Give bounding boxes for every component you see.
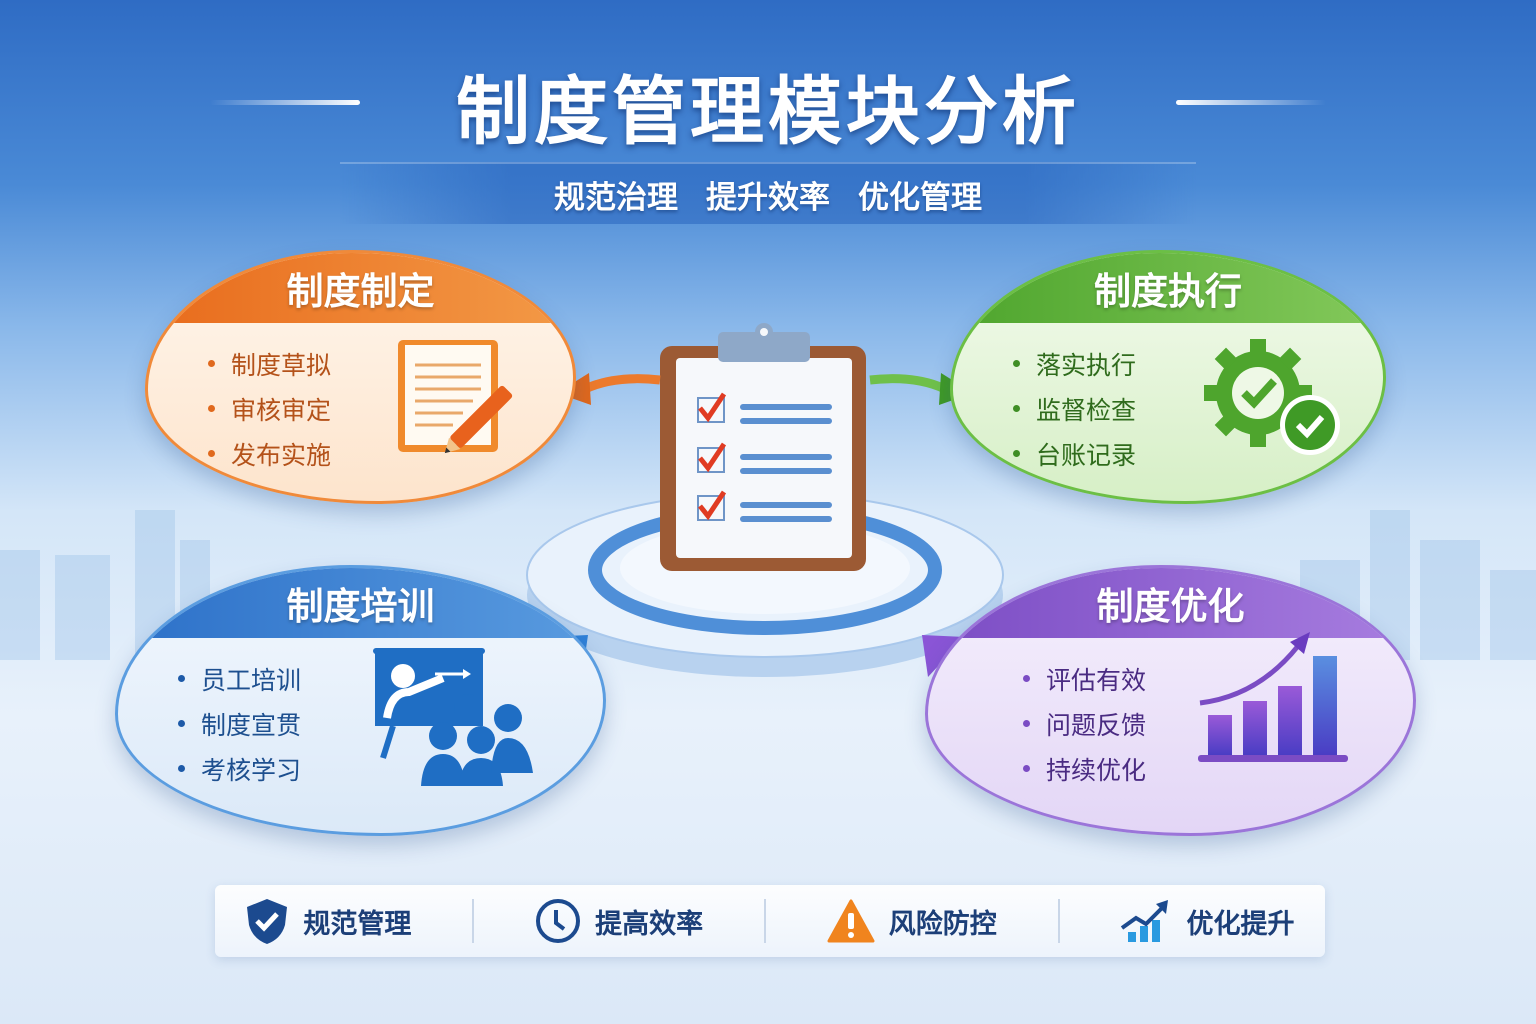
list-item: 持续优化 <box>1023 746 1413 791</box>
benefit-item: 规范管理 <box>245 897 411 945</box>
list-item: 考核学习 <box>178 746 603 791</box>
document-pencil-icon <box>398 340 513 454</box>
list-item: 落实执行 <box>1013 341 1383 386</box>
warning-icon <box>827 899 875 943</box>
growth-bar-chart-icon <box>1198 632 1348 762</box>
list-item: 台账记录 <box>1013 431 1383 476</box>
clipboard-checklist-icon <box>660 323 866 571</box>
module-title: 制度执行 <box>953 253 1383 323</box>
subtitle-item: 优化管理 <box>858 179 982 216</box>
benefit-item: 优化提升 <box>1120 898 1294 944</box>
clock-icon <box>536 899 581 943</box>
page-title: 制度管理模块分析 <box>456 69 1080 155</box>
module-card-training: 制度培训 员工培训 制度宣贯 考核学习 <box>115 565 606 836</box>
divider <box>1057 899 1060 943</box>
divider <box>763 899 766 943</box>
list-item: 审核审定 <box>208 386 573 431</box>
module-title: 制度制定 <box>148 253 573 323</box>
list-item: 员工培训 <box>178 656 603 701</box>
gear-check-icon <box>1204 339 1340 455</box>
title-decor-line-right <box>1176 100 1326 105</box>
module-card-formulation: 制度制定 制度草拟 审核审定 发布实施 <box>145 250 576 504</box>
shield-check-icon <box>247 899 288 944</box>
subtitle-band: 规范治理 提升效率 优化管理 <box>340 162 1196 224</box>
benefit-item: 提高效率 <box>535 898 703 944</box>
subtitle-item: 规范治理 <box>554 179 678 216</box>
list-item: 评估有效 <box>1023 656 1413 701</box>
subtitle-item: 提升效率 <box>706 179 830 216</box>
bottom-benefits-bar: 规范管理 提高效率 风险防控 优化提升 <box>215 885 1325 957</box>
presentation-audience-icon <box>373 648 533 786</box>
list-item: 问题反馈 <box>1023 701 1413 746</box>
title-decor-line-left <box>210 100 360 105</box>
list-item: 发布实施 <box>208 431 573 476</box>
module-card-execution: 制度执行 落实执行 监督检查 台账记录 <box>950 250 1386 504</box>
list-item: 监督检查 <box>1013 386 1383 431</box>
benefit-item: 风险防控 <box>827 899 997 943</box>
module-card-optimization: 制度优化 评估有效 问题反馈 持续优化 <box>925 565 1416 836</box>
list-item: 制度草拟 <box>208 341 573 386</box>
list-item: 制度宣贯 <box>178 701 603 746</box>
trend-up-icon <box>1121 900 1169 942</box>
divider <box>472 899 475 943</box>
